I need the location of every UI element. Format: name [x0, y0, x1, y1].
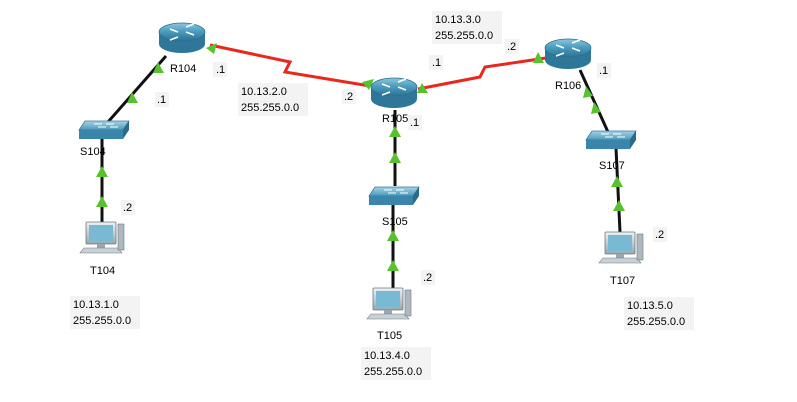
switch-s105[interactable]: S105 — [368, 186, 420, 228]
device-label: R106 — [555, 80, 581, 92]
link-up-arrow-icon — [613, 200, 625, 211]
link-up-arrow-icon — [153, 62, 164, 73]
iface-label-r104-lan: .1 — [155, 92, 169, 107]
serial-link-r104-r105[interactable] — [209, 43, 371, 88]
svg-text:255.255.0.0: 255.255.0.0 — [364, 366, 422, 378]
pc-t107[interactable]: T107 — [598, 231, 644, 287]
link-up-arrow-icon — [362, 79, 374, 90]
svg-text:.1: .1 — [157, 94, 166, 106]
network-label-10-13-1: 10.13.1.0 255.255.0.0 — [70, 296, 140, 329]
pc-t104[interactable]: T104 — [79, 221, 125, 277]
svg-text:.2: .2 — [123, 202, 132, 214]
iface-label-t107: .2 — [653, 227, 667, 242]
router-r104[interactable]: R104 — [158, 22, 206, 75]
router-r106[interactable]: R106 — [544, 38, 592, 92]
svg-text:.2: .2 — [344, 91, 353, 103]
iface-label-r104-wan: .1 — [213, 62, 227, 77]
svg-text:.2: .2 — [507, 41, 516, 53]
svg-text:255.255.0.0: 255.255.0.0 — [435, 30, 493, 42]
pc-icon — [79, 221, 125, 254]
svg-text:.1: .1 — [432, 57, 441, 69]
network-label-10-13-2: 10.13.2.0 255.255.0.0 — [238, 83, 308, 116]
router-icon — [158, 22, 206, 53]
device-label: S105 — [382, 216, 408, 228]
iface-label-r105-right: .1 — [429, 55, 443, 70]
svg-text:.1: .1 — [599, 65, 608, 77]
svg-text:10.13.5.0: 10.13.5.0 — [627, 300, 673, 312]
svg-text:10.13.4.0: 10.13.4.0 — [364, 350, 410, 362]
svg-text:.1: .1 — [410, 117, 419, 129]
interface-labels: .1 .1 .2 .2 .1 .1 .2 .2 — [121, 39, 667, 285]
pc-icon — [598, 231, 644, 264]
link-up-arrow-icon — [611, 176, 623, 187]
link-up-arrow-icon — [387, 230, 399, 241]
links — [100, 43, 622, 288]
link-up-arrow-icon — [96, 196, 108, 207]
iface-label-r105-left: .2 — [342, 89, 356, 104]
link-status-indicators — [96, 43, 625, 271]
iface-label-r105-lan: .1 — [408, 115, 422, 130]
network-label-10-13-5: 10.13.5.0 255.255.0.0 — [624, 297, 694, 330]
svg-text:.2: .2 — [655, 229, 664, 241]
network-notes: 10.13.1.0 255.255.0.0 10.13.2.0 255.255.… — [70, 11, 694, 380]
pc-icon — [366, 287, 412, 320]
link-up-arrow-icon — [96, 166, 108, 177]
iface-label-r106-wan: .2 — [505, 39, 519, 54]
link-up-arrow-icon — [206, 43, 217, 54]
switch-icon — [368, 186, 420, 205]
link-up-arrow-icon — [389, 126, 401, 137]
svg-text:.1: .1 — [216, 64, 225, 76]
link-up-arrow-icon — [591, 102, 601, 114]
device-label: S107 — [599, 160, 625, 172]
link-up-arrow-icon — [417, 83, 428, 93]
svg-text:10.13.2.0: 10.13.2.0 — [241, 86, 287, 98]
link-up-arrow-icon — [127, 92, 138, 103]
router-icon — [370, 77, 418, 108]
link-up-arrow-icon — [387, 260, 399, 271]
link-up-arrow-icon — [583, 86, 593, 98]
ethernet-link-s107-t107[interactable] — [614, 147, 622, 233]
iface-label-t104: .2 — [121, 200, 135, 215]
router-r105[interactable]: R105 — [370, 77, 418, 125]
iface-label-r106-lan: .1 — [597, 63, 611, 78]
svg-text:.2: .2 — [423, 272, 432, 284]
network-label-10-13-4: 10.13.4.0 255.255.0.0 — [361, 347, 431, 380]
ethernet-link-r106-s107[interactable] — [578, 69, 610, 133]
switch-s104[interactable]: S104 — [78, 120, 130, 158]
device-label: T105 — [377, 330, 402, 342]
switch-s107[interactable]: S107 — [585, 130, 637, 172]
svg-text:10.13.3.0: 10.13.3.0 — [435, 14, 481, 26]
serial-link-r105-r106[interactable] — [417, 56, 547, 91]
switch-icon — [585, 130, 637, 149]
network-label-10-13-3: 10.13.3.0 255.255.0.0 — [432, 11, 502, 44]
switch-icon — [78, 120, 130, 139]
iface-label-t105: .2 — [421, 270, 435, 285]
router-icon — [544, 38, 592, 69]
device-label: T107 — [610, 275, 635, 287]
pc-t105[interactable]: T105 — [366, 287, 412, 342]
device-label: R104 — [170, 63, 196, 75]
link-up-arrow-icon — [533, 52, 544, 63]
device-label: T104 — [90, 265, 115, 277]
device-label: S104 — [80, 146, 106, 158]
link-up-arrow-icon — [389, 152, 401, 163]
svg-text:255.255.0.0: 255.255.0.0 — [241, 102, 299, 114]
device-label: R105 — [382, 113, 408, 125]
svg-text:255.255.0.0: 255.255.0.0 — [627, 316, 685, 328]
svg-text:255.255.0.0: 255.255.0.0 — [73, 315, 131, 327]
svg-text:10.13.1.0: 10.13.1.0 — [73, 299, 119, 311]
